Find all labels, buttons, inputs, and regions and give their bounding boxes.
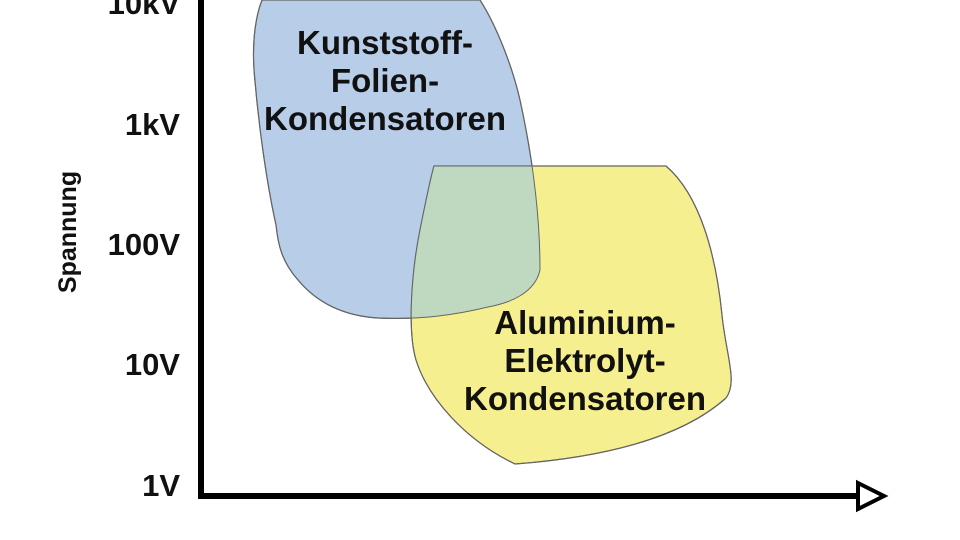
overlap-region <box>411 166 540 319</box>
y-axis-title: Spannung <box>54 171 82 293</box>
y-tick-10v: 10V <box>125 347 180 382</box>
film-label-line-1: Kunststoff- <box>297 24 473 61</box>
y-tick-10kv: 10kV <box>108 0 181 21</box>
y-tick-1kv: 1kV <box>125 107 180 142</box>
electrolytic-label-line-3: Kondensatoren <box>464 380 706 417</box>
electrolytic-capacitor-outline <box>410 165 732 465</box>
y-tick-100v: 100V <box>108 227 181 262</box>
film-label-line-3: Kondensatoren <box>264 100 506 137</box>
electrolytic-label-line-2: Elektrolyt- <box>504 342 665 379</box>
x-axis-arrowhead <box>856 479 889 513</box>
film-capacitor-outline <box>253 0 541 319</box>
film-label-line-2: Folien- <box>331 62 439 99</box>
y-tick-1v: 1V <box>142 468 180 503</box>
electrolytic-label-line-1: Aluminium- <box>494 304 675 341</box>
